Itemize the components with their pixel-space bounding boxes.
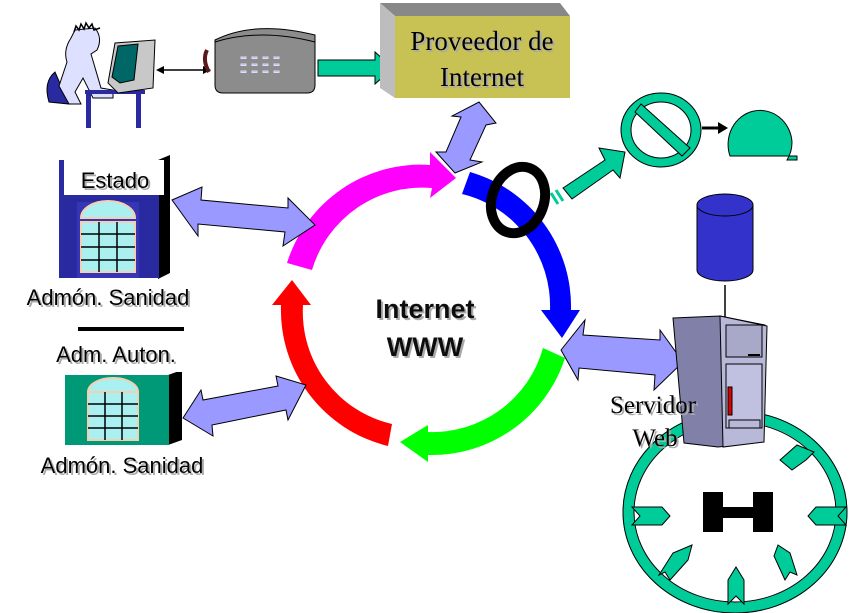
server-ring-link-arrow — [560, 318, 684, 392]
ring-arrow-blue — [462, 172, 580, 338]
building-estado: Estado Admón. Sanidad — [27, 155, 190, 310]
building-adm-auton-caption: Admón. Sanidad — [41, 453, 204, 478]
prohibited-icon — [620, 92, 702, 168]
provider-ring-link-arrow — [434, 101, 497, 174]
building-adm-auton-tag: Adm. Auton. — [56, 342, 176, 367]
building-adm-auton: Adm. Auton. Admón. Sanidad — [41, 327, 204, 478]
user-phone-link-arrow — [156, 66, 211, 74]
estado-ring-link-arrow — [171, 186, 316, 248]
internet-provider-box: Proveedor de Internet — [380, 3, 570, 98]
blocked-access-arrow — [549, 147, 626, 205]
telephone-icon — [202, 28, 316, 94]
hospital-h-icon — [703, 492, 773, 532]
ring-arrow-green — [400, 348, 565, 462]
building-estado-tag: Estado — [81, 168, 150, 193]
internet-ring: Internet WWW — [272, 152, 580, 462]
ring-markers — [630, 444, 848, 606]
server-label-line1: Servidor — [610, 392, 697, 419]
callout-balloon-icon — [727, 109, 798, 161]
user-at-computer-icon — [46, 21, 156, 128]
ring-arrow-magenta — [287, 152, 456, 270]
ring-arrow-red — [272, 280, 392, 446]
center-label-line1: Internet — [375, 294, 474, 324]
database-icon — [696, 193, 754, 318]
server-label-line2: Web — [632, 425, 677, 452]
arrowhead — [718, 122, 728, 134]
filter-ring-icon — [485, 161, 551, 239]
provider-label-line2: Internet — [440, 62, 524, 92]
auton-ring-link-arrow — [182, 375, 307, 437]
center-label-line2: WWW — [387, 332, 464, 362]
provider-label-line1: Proveedor de — [410, 26, 553, 56]
web-server-icon: Servidor Web — [610, 315, 768, 452]
building-estado-caption: Admón. Sanidad — [27, 285, 190, 310]
